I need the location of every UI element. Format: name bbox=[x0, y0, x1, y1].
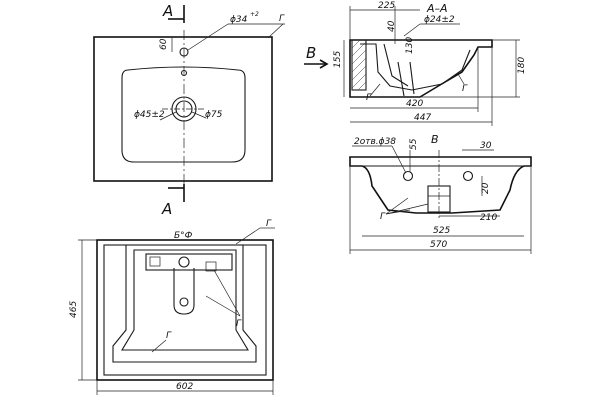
bottom-leader-g1 bbox=[235, 227, 261, 245]
section-label-bottom: A bbox=[161, 200, 172, 218]
view-arrow-label: B bbox=[306, 44, 316, 62]
front-hole-left bbox=[402, 170, 414, 182]
leader-drain-dia bbox=[159, 111, 177, 121]
leader-hole-dia bbox=[187, 23, 229, 51]
section-overflow-channel bbox=[383, 43, 409, 87]
front-ref-g: Г bbox=[380, 212, 386, 222]
front-hole-right bbox=[462, 170, 474, 182]
bottom-drain-bar bbox=[145, 253, 233, 271]
ref-g1: Г bbox=[366, 93, 372, 103]
dim-130: 130 bbox=[405, 37, 415, 54]
leader-bowl-dia bbox=[191, 111, 207, 119]
leader-g2 bbox=[457, 73, 465, 85]
basin-outline-top bbox=[93, 36, 273, 182]
bottom-basin-shape bbox=[112, 245, 257, 363]
dim-40: 40 bbox=[387, 20, 397, 32]
bottom-inner-rect bbox=[103, 244, 267, 376]
dim-30: 30 bbox=[480, 141, 492, 151]
section-view: A–A 225 40 130 ϕ24±2 B 155 bbox=[304, 1, 527, 126]
front-outline bbox=[349, 156, 532, 214]
section-outline bbox=[349, 39, 493, 98]
dim-525: 525 bbox=[433, 226, 450, 236]
bottom-trap bbox=[173, 268, 195, 315]
bottom-ref-g2: Г bbox=[236, 319, 242, 329]
section-drain-pipe bbox=[397, 61, 415, 97]
dim-210: 210 bbox=[480, 213, 497, 223]
section-inner-bowl bbox=[360, 43, 471, 91]
dim-24: ϕ24±2 bbox=[424, 15, 455, 25]
dim-155: 155 bbox=[333, 51, 343, 68]
dim-55: 55 bbox=[409, 138, 419, 150]
section-hatch bbox=[351, 39, 367, 91]
bottom-ref-g1: Г bbox=[266, 219, 272, 229]
dim-hole-dia: ϕ34 bbox=[230, 15, 248, 25]
dim-570: 570 bbox=[430, 240, 447, 250]
front-title: B bbox=[431, 133, 439, 146]
bottom-bowl-shape bbox=[121, 249, 249, 351]
section-title: A–A bbox=[426, 2, 448, 15]
bottom-leader-g2b bbox=[213, 269, 241, 317]
bottom-leader-g3 bbox=[151, 339, 167, 353]
dim-465: 465 bbox=[69, 301, 79, 318]
dim-180: 180 bbox=[517, 57, 527, 74]
dim-447: 447 bbox=[414, 113, 431, 123]
dim-225: 225 bbox=[378, 1, 395, 11]
leader-24 bbox=[403, 23, 421, 37]
bottom-outer-rect bbox=[96, 239, 274, 381]
dim-bowl-dia: ϕ75 bbox=[205, 110, 223, 120]
bottom-ref-g3: Г bbox=[166, 331, 172, 341]
bottom-mark-left bbox=[149, 256, 161, 267]
leader-front-g-a bbox=[385, 197, 409, 215]
dim-420: 420 bbox=[406, 99, 423, 109]
dim-hole-tol: +2 bbox=[250, 11, 259, 18]
ref-g2: Г bbox=[462, 84, 468, 94]
dim-drain-dia: ϕ45±2 bbox=[134, 110, 165, 120]
view-arrow-head bbox=[319, 59, 329, 69]
bottom-mark-right bbox=[205, 261, 217, 272]
dim-602: 602 bbox=[176, 382, 193, 392]
top-view: A A ϕ34 +2 Г 60 ϕ45±2 ϕ75 bbox=[93, 2, 285, 218]
bottom-trap-hole bbox=[179, 297, 189, 307]
section-left-wall bbox=[351, 39, 367, 91]
leader-holes bbox=[391, 145, 407, 174]
front-holes-label: 2отв.ϕ38 bbox=[354, 137, 396, 147]
section-label-top: A bbox=[162, 2, 173, 20]
leader-front-g-c bbox=[385, 209, 411, 215]
dim-from-edge: 60 bbox=[159, 38, 169, 50]
bottom-view: Б°Ф Г Г Г 465 602 bbox=[69, 219, 275, 395]
leader-ref-g-diag bbox=[267, 23, 284, 39]
leader-front-g-b bbox=[385, 203, 429, 215]
bottom-title: Б°Ф bbox=[174, 231, 193, 241]
bowl-outline bbox=[121, 66, 246, 163]
leader-g1 bbox=[369, 83, 381, 97]
bottom-drain-circle bbox=[178, 256, 190, 268]
front-view: B 2отв.ϕ38 55 30 20 210 525 570 Г bbox=[349, 133, 532, 254]
bottom-leader-g2a bbox=[205, 295, 241, 317]
dim-20: 20 bbox=[481, 182, 491, 194]
ref-g-top: Г bbox=[279, 14, 285, 24]
